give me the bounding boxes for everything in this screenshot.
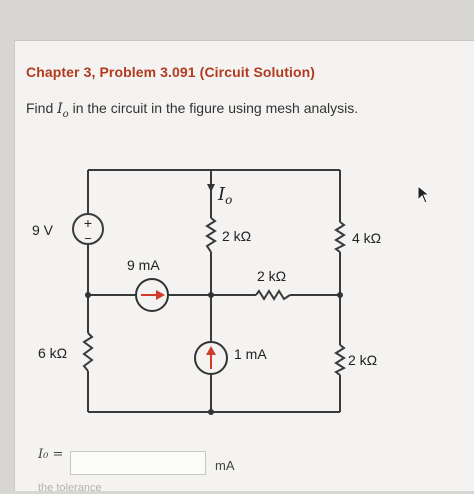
arrow-right-icon	[156, 290, 165, 300]
resistor-middle-horizontal	[255, 289, 291, 301]
label-9v: 9 V	[32, 222, 54, 238]
node-bottom	[208, 409, 214, 415]
io-label: Io	[217, 184, 232, 207]
label-9ma: 9 mA	[127, 257, 160, 273]
io-arrow-icon	[207, 184, 215, 192]
resistor-bottom-left	[82, 332, 94, 372]
voltage-source	[72, 213, 104, 245]
problem-title: Chapter 3, Problem 3.091 (Circuit Soluti…	[26, 64, 316, 80]
voltage-source-minus: −	[84, 231, 92, 246]
answer-unit: mA	[215, 458, 235, 473]
resistor-top-right	[334, 221, 347, 253]
problem-card	[14, 40, 474, 491]
label-1ma: 1 mA	[234, 346, 267, 362]
voltage-source-plus: +	[84, 215, 92, 231]
problem-variable: Io	[57, 101, 69, 120]
label-r-middle: 2 kΩ	[257, 268, 286, 284]
arrow-up-icon	[206, 346, 216, 355]
resistor-bottom-right	[334, 344, 347, 376]
answer-input[interactable]	[70, 451, 206, 475]
node-center	[208, 292, 214, 298]
node-left	[85, 292, 91, 298]
footer-text: the tolerance	[38, 482, 102, 494]
problem-suffix: in the circuit in the figure using mesh …	[68, 100, 359, 116]
problem-prefix: Find	[26, 100, 58, 116]
label-r-bottom-left: 6 kΩ	[38, 345, 67, 361]
node-right	[337, 292, 343, 298]
label-r-bottom-right: 2 kΩ	[348, 352, 377, 368]
resistor-top-middle	[205, 217, 217, 253]
answer-label: I₀ =	[38, 447, 64, 462]
label-r-top-middle: 2 kΩ	[222, 228, 251, 244]
problem-statement: Find Io in the circuit in the figure usi…	[26, 100, 358, 120]
label-r-top-right: 4 kΩ	[352, 230, 381, 246]
mouse-pointer-icon	[417, 185, 431, 204]
